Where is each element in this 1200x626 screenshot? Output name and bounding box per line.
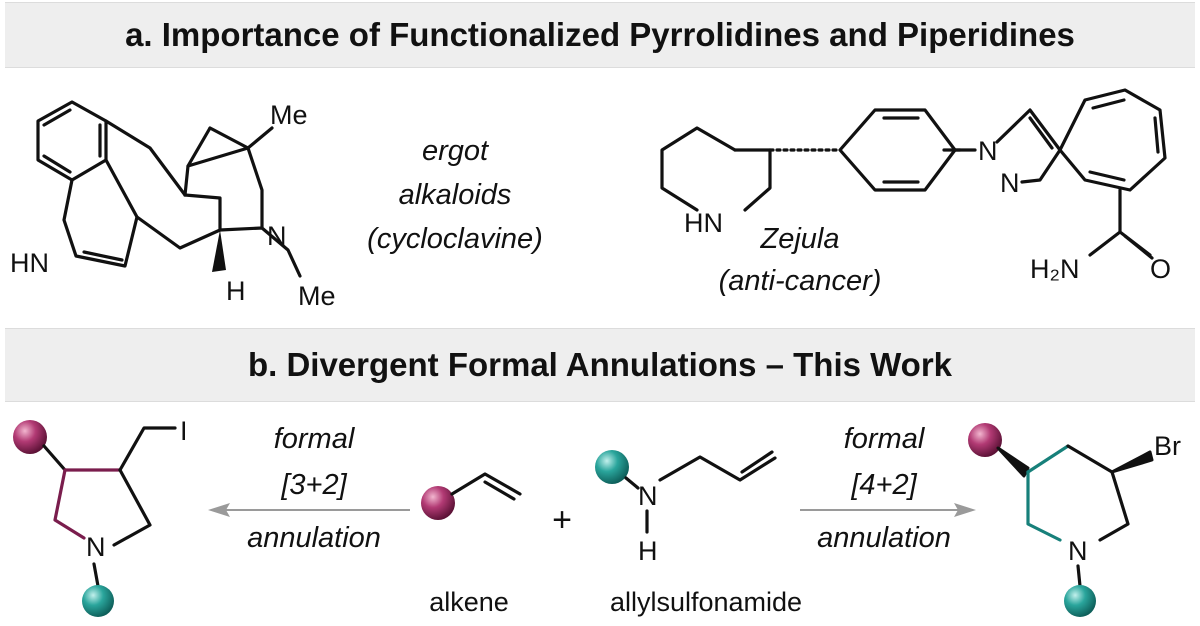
ergot-line-1: ergot	[422, 135, 490, 167]
bromine-label: Br	[1154, 431, 1181, 461]
substituent-sphere-magenta	[13, 420, 47, 454]
zejula-line-2: (anti-cancer)	[719, 265, 882, 297]
hn-label: HN	[10, 248, 49, 278]
left-arrow-line-3: annulation	[247, 522, 381, 554]
right-arrow-line-2: [4+2]	[850, 469, 917, 501]
n2-label: N	[1000, 168, 1020, 198]
left-arrow-line-1: formal	[274, 423, 356, 455]
alkene-label: alkene	[429, 587, 509, 617]
iodine-label: I	[180, 416, 188, 446]
section-a-banner: a. Importance of Functionalized Pyrrolid…	[5, 2, 1195, 68]
right-arrow-line-1: formal	[844, 423, 926, 455]
substituent-sphere-teal	[82, 585, 114, 617]
sulfonamide-n-label: N	[638, 481, 658, 511]
piperidine-sphere-magenta	[968, 423, 1002, 457]
pyrrolidine-product: I N	[13, 416, 188, 617]
allylsulfonamide-structure: N H	[595, 450, 777, 566]
n-label: N	[267, 221, 287, 251]
n1-label: N	[978, 136, 998, 166]
pyrrolidine-n-label: N	[86, 532, 106, 562]
piperidine-sphere-teal	[1064, 585, 1096, 617]
reaction-arrow-right	[800, 503, 976, 517]
zejula-line-1: Zejula	[760, 223, 840, 255]
sulfonamide-h-label: H	[638, 536, 658, 566]
h2n-label: H₂N	[1030, 254, 1079, 284]
ergot-line-3: (cycloclavine)	[367, 223, 543, 255]
ergot-line-2: alkaloids	[399, 179, 512, 211]
h-label: H	[226, 276, 246, 306]
piperidine-n-label: N	[1068, 536, 1088, 566]
cycloclavine-structure: HN Me N H Me	[10, 100, 336, 311]
sulfonamide-label: allylsulfonamide	[610, 587, 802, 617]
zejula-structure: HN N N H₂N O	[660, 88, 1171, 284]
right-arrow-line-3: annulation	[817, 522, 951, 554]
wedge-bond	[212, 230, 226, 272]
piperidine-product: Br N	[968, 423, 1181, 617]
me-label-top: Me	[270, 100, 308, 130]
section-a-title: a. Importance of Functionalized Pyrrolid…	[125, 16, 1075, 53]
left-arrow-line-2: [3+2]	[280, 469, 347, 501]
alkene-structure	[421, 472, 522, 520]
reaction-arrow-left	[208, 503, 410, 517]
me-label-bottom: Me	[298, 281, 336, 311]
section-b-title: b. Divergent Formal Annulations – This W…	[247, 346, 953, 383]
hn-label-piperidine: HN	[684, 208, 723, 238]
plus-sign: +	[552, 501, 572, 539]
alkene-sphere-magenta	[421, 486, 455, 520]
section-b-banner: b. Divergent Formal Annulations – This W…	[5, 328, 1195, 402]
o-label: O	[1150, 254, 1171, 284]
sulfonamide-sphere-teal	[595, 450, 629, 484]
